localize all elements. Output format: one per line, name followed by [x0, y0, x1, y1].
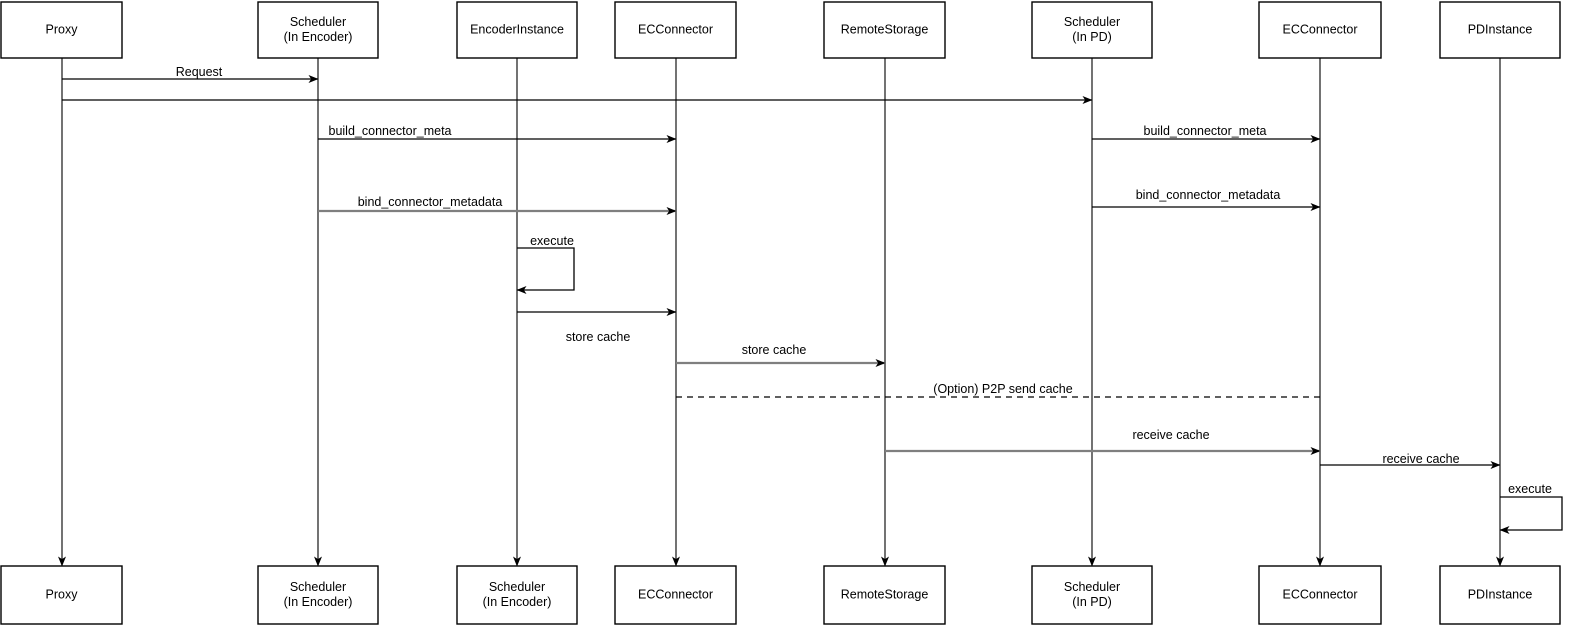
participant-bottom-label-encoder_inst: Scheduler(In Encoder) — [482, 580, 552, 609]
participant-bottom-label-remote: RemoteStorage — [840, 587, 929, 602]
participant-box-bottom[interactable] — [0, 565, 123, 625]
self-message-m7[interactable] — [516, 247, 575, 294]
participant-top-label-sched_pd: Scheduler(In PD) — [1063, 15, 1121, 44]
self-message-m13[interactable] — [1499, 496, 1563, 534]
participant-bottom-label-pd_inst: PDInstance — [1467, 587, 1533, 602]
participant-box-top[interactable] — [0, 1, 123, 59]
lifelines — [58, 58, 1504, 567]
participant-boxes-top — [0, 1, 1561, 59]
participant-box-top[interactable] — [1439, 1, 1561, 59]
participant-top-label-ecconn_enc: ECConnector — [637, 22, 714, 37]
participant-bottom-label-ecconn_pd: ECConnector — [1282, 587, 1358, 602]
participant-top-label-ecconn_pd: ECConnector — [1282, 22, 1358, 37]
participant-bottom-label-sched_pd: Scheduler(In PD) — [1063, 580, 1121, 609]
participant-box-bottom[interactable] — [823, 565, 946, 625]
participant-box-bottom[interactable] — [1258, 565, 1382, 625]
message-arrows — [62, 75, 1563, 534]
participant-box-top[interactable] — [456, 1, 578, 59]
participant-bottom-label-proxy: Proxy — [45, 587, 78, 602]
participant-box-top[interactable] — [1031, 1, 1153, 59]
participant-box-top[interactable] — [614, 1, 737, 59]
participant-box-bottom[interactable] — [257, 565, 379, 625]
participant-box-bottom[interactable] — [1439, 565, 1561, 625]
participant-top-label-encoder_inst: EncoderInstance — [470, 22, 564, 37]
participant-box-top[interactable] — [257, 1, 379, 59]
participant-top-label-remote: RemoteStorage — [840, 22, 929, 37]
participant-top-label-sched_enc: Scheduler(In Encoder) — [283, 15, 353, 44]
participant-bottom-label-ecconn_enc: ECConnector — [637, 587, 714, 602]
participant-box-bottom[interactable] — [456, 565, 578, 625]
participant-bottom-label-sched_enc: Scheduler(In Encoder) — [283, 580, 353, 609]
participant-box-bottom[interactable] — [614, 565, 737, 625]
participant-top-label-pd_inst: PDInstance — [1467, 22, 1533, 37]
participant-top-label-proxy: Proxy — [45, 22, 78, 37]
